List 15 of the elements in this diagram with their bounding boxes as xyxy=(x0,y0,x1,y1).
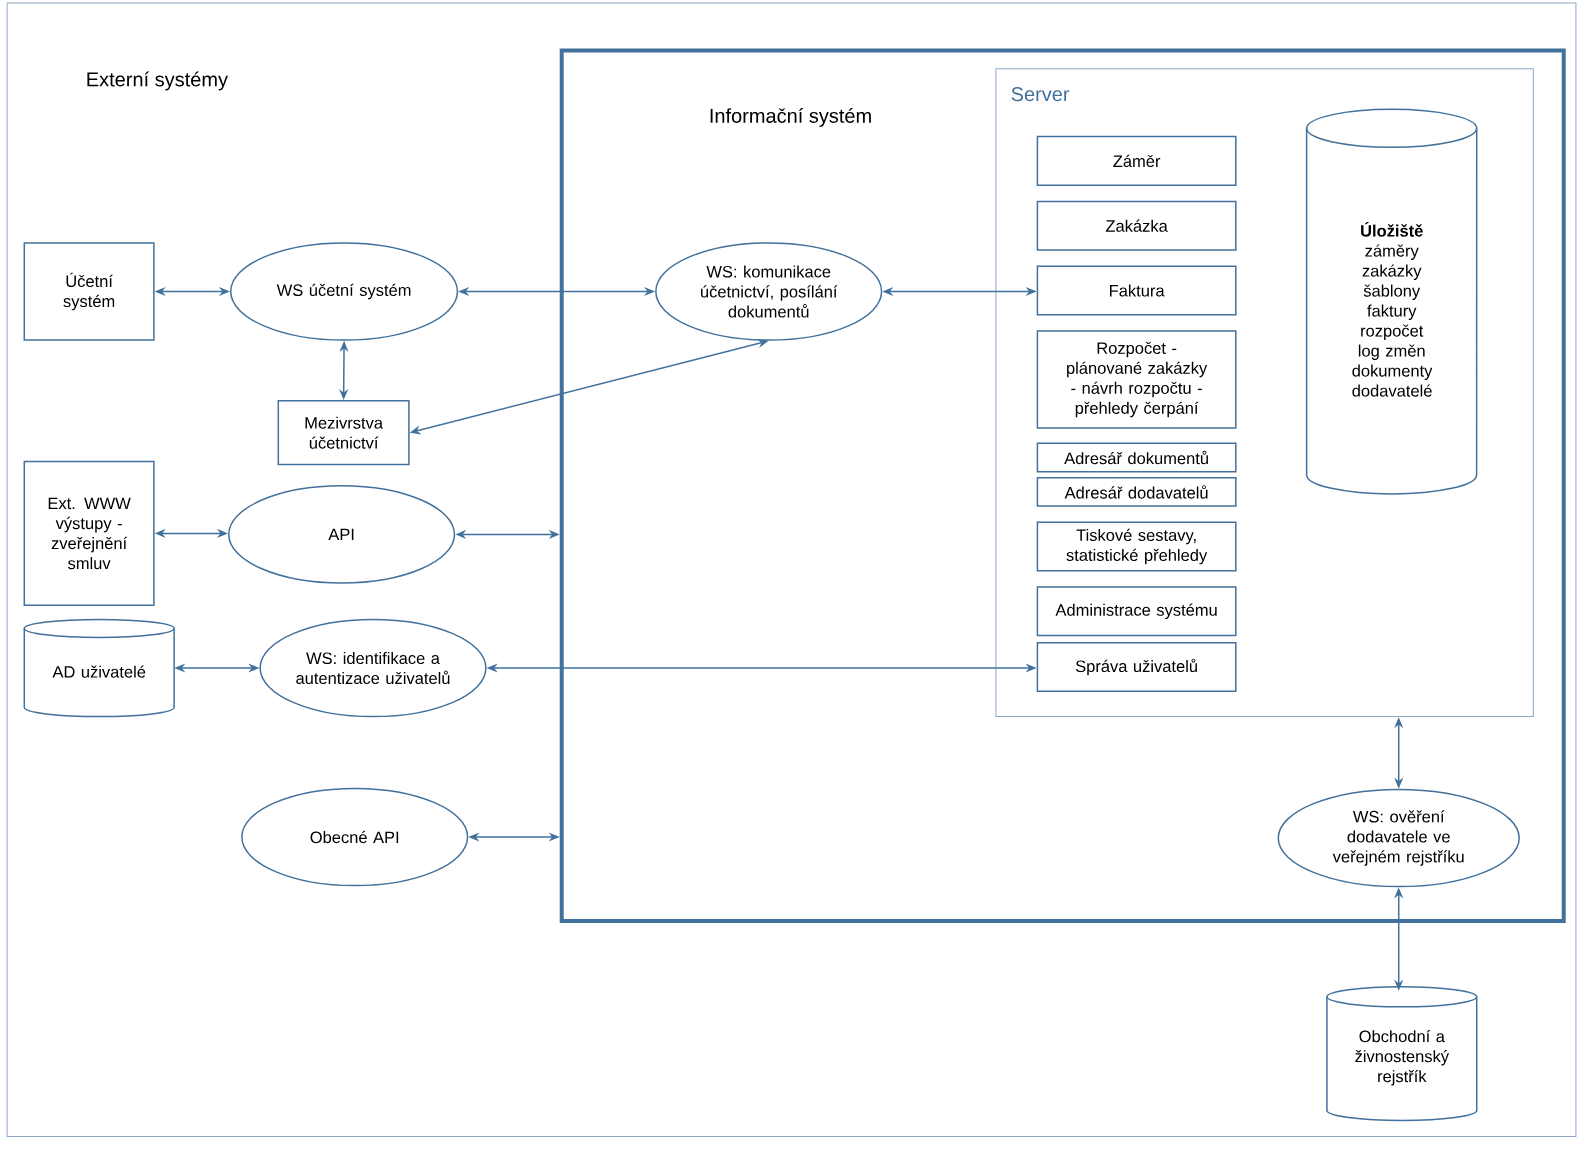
process-box: Záměr xyxy=(1036,135,1237,186)
process-box: Rozpočet - plánované zakázky - návrh rozpočtu - přehledy čerpání xyxy=(1036,330,1237,429)
process-box: Tiskové sestavy, statistické přehledy xyxy=(1036,521,1237,572)
process-box: Správa uživatelů xyxy=(1036,641,1237,693)
process-box: Účetní systém xyxy=(23,242,155,341)
database-cylinder: AD uživatelé xyxy=(23,618,175,718)
process-box: Adresář dokumentů xyxy=(1036,442,1237,473)
process-box: Zakázka xyxy=(1036,200,1237,251)
process-box: Adresář dodavatelů xyxy=(1036,477,1237,507)
process-box: Ext. WWW výstupy - zveřejnění smluv xyxy=(23,460,155,606)
database-cylinder: Obchodní a živnostenský rejstřík xyxy=(1326,986,1478,1122)
process-box: Mezivrstva účetnictví xyxy=(277,400,410,466)
process-box: Faktura xyxy=(1036,265,1237,316)
database-cylinder: Úložiště záměry zakázky šablony faktury rozpočet log změn dokumenty dodavatelé xyxy=(1305,108,1478,495)
process-box: Administrace systému xyxy=(1036,586,1237,637)
